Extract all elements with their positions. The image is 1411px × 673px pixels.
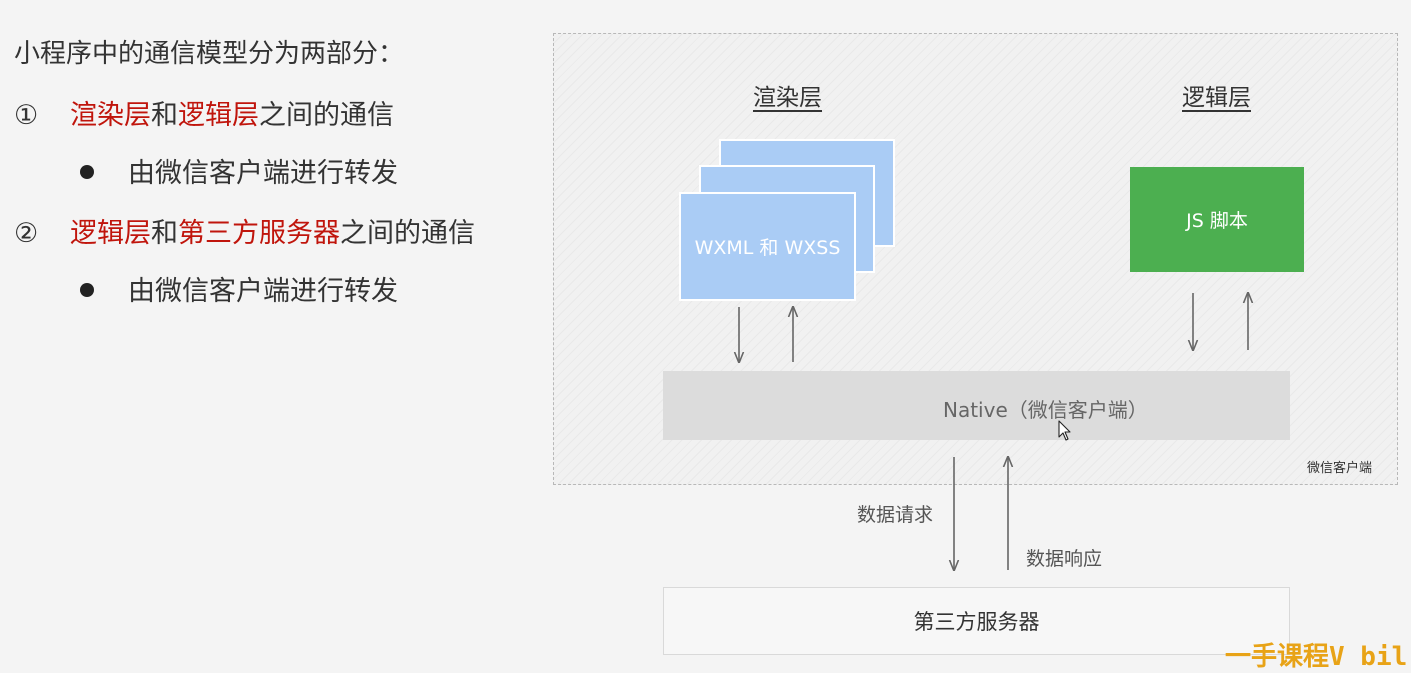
item-1-mid: 和: [151, 100, 178, 131]
mouse-cursor-icon: [1058, 420, 1071, 441]
item-2-part2: 第三方服务器: [178, 218, 340, 249]
sub-item-1: 由微信客户端进行转发: [80, 151, 398, 190]
js-script-label: JS 脚本: [1186, 210, 1248, 232]
item-1-tail: 之间的通信: [259, 100, 394, 131]
third-party-server-box: 第三方服务器: [663, 587, 1290, 655]
native-bar: Native（微信客户端）: [663, 371, 1290, 440]
bullet-icon: [80, 164, 94, 179]
intro-heading: 小程序中的通信模型分为两部分：: [14, 39, 405, 69]
third-party-server-label: 第三方服务器: [913, 610, 1040, 634]
bullet-icon: [80, 282, 94, 297]
logic-layer-title: 逻辑层: [1182, 85, 1251, 111]
data-request-label: 数据请求: [857, 504, 934, 526]
watermark: 一手课程V bil: [1225, 642, 1408, 672]
item-1-part2: 逻辑层: [178, 100, 259, 131]
list-item-1: ① 渲染层和逻辑层之间的通信: [14, 93, 394, 132]
item-marker-1: ①: [14, 100, 39, 131]
data-response-label: 数据响应: [1026, 548, 1103, 570]
item-2-tail: 之间的通信: [340, 218, 475, 249]
sub-item-2-text: 由微信客户端进行转发: [128, 276, 398, 307]
item-1-part1: 渲染层: [70, 100, 151, 131]
render-layer-title: 渲染层: [753, 85, 822, 111]
native-label: Native（微信客户端）: [943, 398, 1148, 422]
render-card-front: WXML 和 WXSS: [679, 192, 856, 301]
js-script-box: JS 脚本: [1130, 167, 1304, 272]
item-marker-2: ②: [14, 218, 39, 249]
frame-caption: 微信客户端: [1307, 461, 1373, 476]
sub-item-2: 由微信客户端进行转发: [80, 269, 398, 308]
sub-item-1-text: 由微信客户端进行转发: [128, 158, 398, 189]
render-card-label: WXML 和 WXSS: [694, 237, 841, 259]
list-item-2: ② 逻辑层和第三方服务器之间的通信: [14, 211, 475, 250]
item-2-part1: 逻辑层: [70, 218, 151, 249]
item-2-mid: 和: [151, 218, 178, 249]
